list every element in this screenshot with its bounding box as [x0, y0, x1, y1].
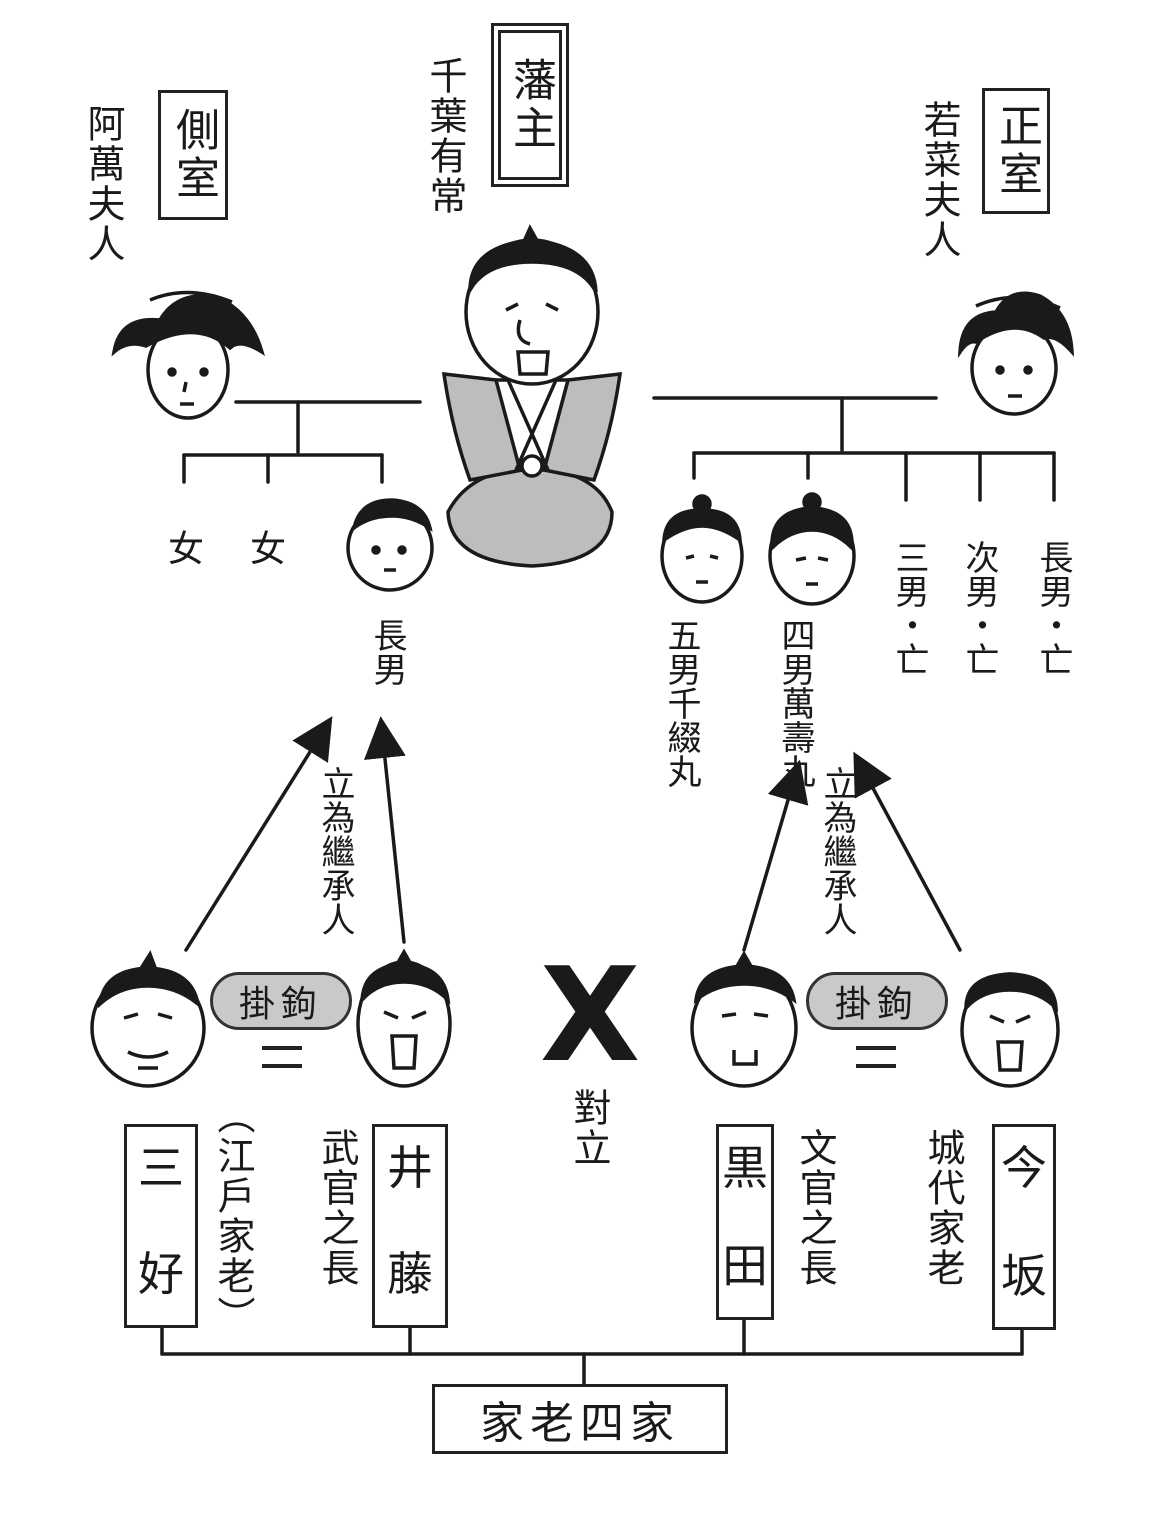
alliance-right-equals — [856, 1046, 896, 1068]
alliance-right-label: 掛鉤 — [834, 984, 919, 1025]
lord-title-box: 藩主 — [491, 23, 569, 187]
lord-figure — [441, 224, 623, 568]
daughter-1-label: 女 — [168, 529, 205, 570]
miyoshi-name-bottom: 好 — [138, 1247, 184, 1301]
fifth-son-label: 五男千綴丸 — [661, 618, 701, 788]
concubine-title: 側室 — [168, 107, 219, 203]
daughter-2-label: 女 — [250, 529, 287, 570]
kuroda-name-box: 黒 田 — [716, 1124, 774, 1320]
confront-symbol: X — [540, 939, 641, 1091]
kuroda-name-top: 黒 — [722, 1141, 768, 1195]
ito-name-box: 井 藤 — [372, 1124, 448, 1328]
lord-title: 藩主 — [505, 57, 556, 153]
confront-label: 對立 — [567, 1088, 611, 1168]
fifth-son-face — [660, 494, 744, 604]
imasaka-face — [960, 972, 1060, 1088]
imasaka-name-box: 今 坂 — [992, 1124, 1056, 1330]
alliance-left-equals — [262, 1046, 302, 1068]
imasaka-name-bottom: 坂 — [1001, 1249, 1047, 1303]
miyoshi-role: （江戶家老） — [211, 1096, 255, 1336]
concubine-title-box: 側室 — [158, 90, 228, 220]
wife-name: 若菜夫人 — [917, 100, 961, 260]
imasaka-name-top: 今 — [1001, 1141, 1047, 1195]
concubine-son-face — [346, 498, 434, 592]
fourth-son-label: 四男萬壽丸 — [775, 618, 815, 788]
heir-label-right: 立為繼承人 — [817, 766, 857, 936]
ito-role: 武官之長 — [315, 1128, 359, 1288]
miyoshi-name-top: 三 — [138, 1141, 184, 1195]
third-son-label: 三男・亡 — [889, 540, 929, 676]
heir-label-left: 立為繼承人 — [315, 766, 355, 936]
wife-title: 正室 — [991, 103, 1042, 199]
lord-name: 千葉有常 — [423, 56, 467, 216]
wife-face — [957, 291, 1074, 416]
kuroda-role: 文官之長 — [793, 1128, 837, 1288]
alliance-left-label: 掛鉤 — [238, 984, 323, 1025]
miyoshi-name-box: 三 好 — [124, 1124, 198, 1328]
concubine-son-label: 長男 — [367, 618, 407, 686]
ito-name-bottom: 藤 — [387, 1247, 433, 1301]
fourth-son-face — [768, 492, 856, 606]
concubine-name: 阿萬夫人 — [81, 104, 125, 264]
kuroda-face — [690, 950, 798, 1088]
council-label: 家老四家 — [480, 1398, 680, 1449]
second-son-label: 次男・亡 — [959, 540, 999, 676]
kuroda-name-bottom: 田 — [722, 1239, 768, 1293]
alliance-right-badge: 掛鉤 — [806, 972, 948, 1030]
wife-title-box: 正室 — [982, 88, 1050, 214]
ito-face — [356, 948, 452, 1088]
alliance-left-badge: 掛鉤 — [210, 972, 352, 1030]
miyoshi-face — [90, 950, 206, 1088]
council-box: 家老四家 — [432, 1384, 728, 1454]
concubine-face — [111, 290, 265, 420]
ito-name-top: 井 — [387, 1141, 433, 1195]
first-son-label: 長男・亡 — [1033, 540, 1073, 676]
imasaka-role: 城代家老 — [921, 1128, 965, 1288]
